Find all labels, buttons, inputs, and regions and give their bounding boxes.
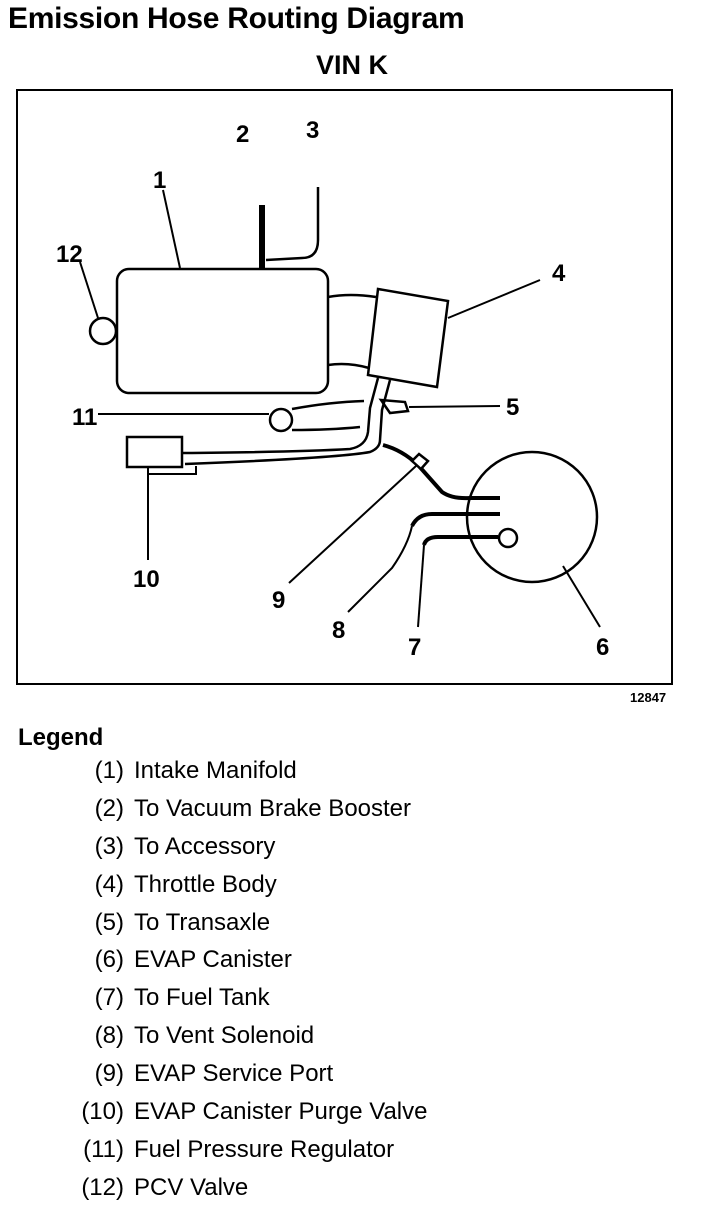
pcv-valve bbox=[88, 316, 118, 346]
leader-line-12 bbox=[79, 261, 99, 319]
callout-3: 3 bbox=[306, 117, 319, 144]
callout-7: 7 bbox=[408, 634, 421, 661]
callout-1: 1 bbox=[153, 167, 166, 194]
legend-item-label: PCV Valve bbox=[134, 1173, 249, 1201]
fuel-tank-hose bbox=[422, 535, 498, 546]
legend-item-label: Intake Manifold bbox=[134, 757, 297, 784]
leader-line-9 bbox=[288, 465, 417, 584]
legend-item-label: To Accessory bbox=[134, 832, 276, 860]
leader-line-8 bbox=[347, 525, 413, 613]
leader-line-7 bbox=[417, 544, 425, 628]
legend-item: (9) EVAP Service Port bbox=[0, 1060, 704, 1098]
figure-id: 12847 bbox=[630, 690, 667, 705]
callout-2: 2 bbox=[236, 121, 249, 148]
callout-11: 11 bbox=[72, 404, 97, 431]
regulator-hose-return bbox=[291, 425, 361, 432]
legend-item-label: To Transaxle bbox=[134, 908, 271, 936]
purge-valve-bracket bbox=[147, 466, 197, 475]
legend-item-number: (4) bbox=[94, 870, 124, 898]
legend-item: (6) EVAP Canister bbox=[0, 946, 704, 984]
lower-throttle-connector bbox=[327, 362, 370, 370]
legend-item-label: To Fuel Tank bbox=[134, 984, 270, 1012]
legend-item: (5) To Transaxle bbox=[0, 909, 704, 947]
callout-10: 10 bbox=[133, 566, 160, 593]
legend-item-number: (7) bbox=[94, 984, 124, 1012]
evap-canister bbox=[465, 450, 599, 584]
legend-item-number: (6) bbox=[94, 946, 124, 974]
legend-list: (1) Intake Manifold (2) To Vacuum Brake Bo… bbox=[0, 757, 704, 1212]
legend-item-label: To Vacuum Brake Booster bbox=[134, 794, 412, 822]
leader-line-1 bbox=[162, 189, 181, 269]
legend-item-number: (12) bbox=[81, 1173, 124, 1201]
legend-item: (2) To Vacuum Brake Booster bbox=[0, 795, 704, 833]
legend-item-label: EVAP Canister bbox=[134, 946, 292, 974]
throttle-purge-hose-a bbox=[181, 377, 380, 455]
hose-routing-diagram: 1 2 3 4 5 6 7 8 9 10 11 12 bbox=[16, 89, 673, 685]
callout-9: 9 bbox=[272, 587, 285, 614]
leader-line-6 bbox=[562, 565, 601, 628]
callout-6: 6 bbox=[596, 634, 609, 661]
callout-12: 12 bbox=[56, 241, 83, 268]
legend-item-number: (9) bbox=[94, 1060, 124, 1088]
leader-line-4 bbox=[447, 279, 541, 319]
page-title: Emission Hose Routing Diagram bbox=[8, 2, 465, 35]
legend-item: (10) EVAP Canister Purge Valve bbox=[0, 1098, 704, 1136]
page-subtitle: VIN K bbox=[315, 50, 388, 80]
callout-5: 5 bbox=[506, 394, 519, 421]
legend-item: (8) To Vent Solenoid bbox=[0, 1022, 704, 1060]
legend-item-label: Throttle Body bbox=[134, 870, 277, 898]
legend-item-number: (2) bbox=[94, 794, 124, 822]
intake-manifold bbox=[115, 267, 330, 395]
legend-item-number: (1) bbox=[94, 757, 124, 784]
legend-item: (1) Intake Manifold bbox=[0, 757, 704, 795]
legend-item-number: (3) bbox=[94, 832, 124, 860]
legend-item: (4) Throttle Body bbox=[0, 871, 704, 909]
accessory-hose bbox=[265, 187, 320, 262]
upper-throttle-connector bbox=[327, 293, 377, 299]
evap-service-port bbox=[410, 452, 430, 471]
canister-port bbox=[497, 527, 519, 549]
legend-item-label: Fuel Pressure Regulator bbox=[134, 1135, 395, 1163]
throttle-purge-hose-b bbox=[184, 379, 392, 466]
diagram-frame bbox=[16, 89, 673, 685]
throttle-body bbox=[366, 287, 450, 389]
legend-item-number: (5) bbox=[94, 908, 124, 936]
evap-purge-valve bbox=[125, 435, 184, 469]
leader-line-5 bbox=[408, 405, 501, 408]
legend-item: (3) To Accessory bbox=[0, 833, 704, 871]
fuel-pressure-regulator bbox=[268, 407, 294, 433]
legend-item-label: EVAP Service Port bbox=[134, 1060, 334, 1088]
legend-item-label: EVAP Canister Purge Valve bbox=[134, 1098, 428, 1126]
legend-title: Legend bbox=[18, 724, 104, 751]
legend-item-number: (10) bbox=[81, 1098, 124, 1126]
legend-item-number: (8) bbox=[94, 1022, 124, 1050]
transaxle-fitting bbox=[378, 398, 410, 415]
legend-item-number: (11) bbox=[83, 1135, 124, 1163]
legend-item-label: To Vent Solenoid bbox=[134, 1022, 315, 1050]
regulator-hose bbox=[291, 399, 365, 411]
legend-item: (12) PCV Valve bbox=[0, 1174, 704, 1212]
vent-solenoid-hose bbox=[410, 512, 500, 527]
callout-4: 4 bbox=[552, 260, 566, 287]
callout-8: 8 bbox=[332, 617, 345, 644]
legend-item: (7) To Fuel Tank bbox=[0, 984, 704, 1022]
legend-item: (11) Fuel Pressure Regulator bbox=[0, 1136, 704, 1174]
service-port-hose bbox=[382, 443, 500, 501]
